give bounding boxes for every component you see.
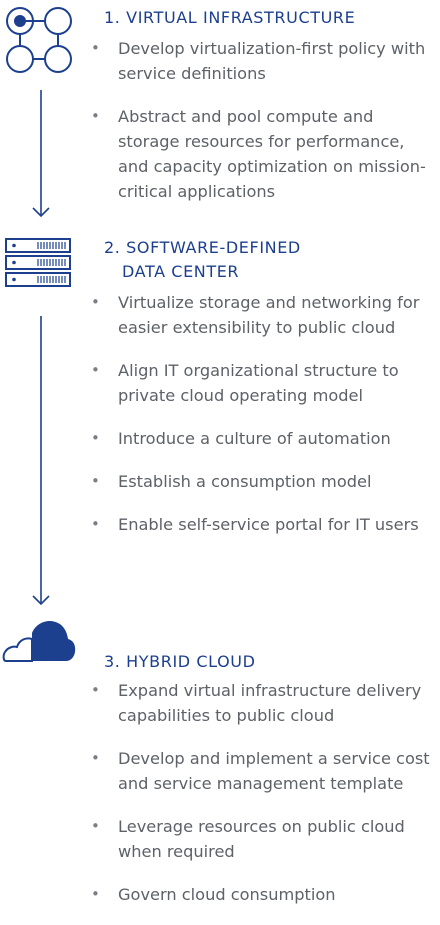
list-item: Expand virtual infrastructure delivery c… [88, 678, 434, 728]
stage-3-title: 3. HYBRID CLOUD [104, 652, 256, 671]
list-item: Enable self-service portal for IT users [88, 512, 434, 537]
list-item: Introduce a culture of automation [88, 426, 434, 451]
list-item: Abstract and pool compute and storage re… [88, 104, 434, 204]
list-item: Develop and implement a service cost and… [88, 746, 434, 796]
server-rack-icon [5, 238, 71, 287]
list-item: Govern cloud consumption [88, 882, 434, 907]
stage-2-title: 2. SOFTWARE-DEFINED DATA CENTER [104, 236, 301, 284]
list-item: Virtualize storage and networking for ea… [88, 290, 434, 340]
list-item: Develop virtualization-first policy with… [88, 36, 434, 86]
list-item: Establish a consumption model [88, 469, 434, 494]
stage-2-bullets: Virtualize storage and networking for ea… [88, 290, 434, 555]
list-item: Leverage resources on public cloud when … [88, 814, 434, 864]
stage-1-title: 1. VIRTUAL INFRASTRUCTURE [104, 8, 356, 27]
flow-arrow [32, 316, 50, 606]
stage-3-bullets: Expand virtual infrastructure delivery c… [88, 678, 434, 925]
flow-arrow [32, 90, 50, 218]
stage-1-bullets: Develop virtualization-first policy with… [88, 36, 434, 222]
cloud-icon [2, 621, 76, 662]
network-nodes-icon [6, 7, 72, 73]
stage-2-title-line-2: DATA CENTER [122, 262, 240, 281]
list-item: Align IT organizational structure to pri… [88, 358, 434, 408]
stage-2-title-line-1: 2. SOFTWARE-DEFINED [104, 238, 301, 257]
